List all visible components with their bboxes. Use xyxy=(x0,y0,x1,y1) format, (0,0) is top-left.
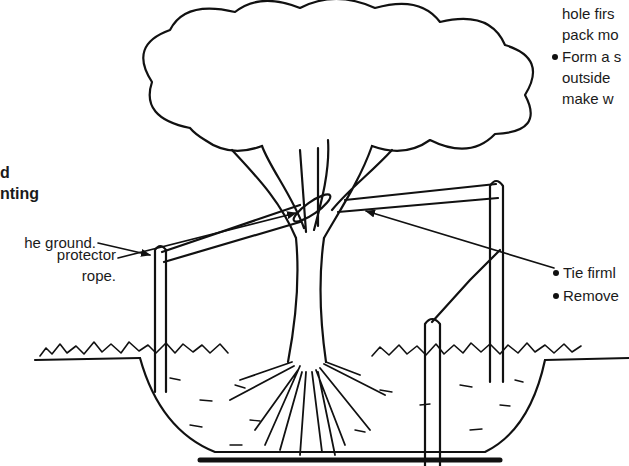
note-text: Tie firml xyxy=(563,262,627,283)
mulch xyxy=(40,342,581,356)
bullet-dot xyxy=(552,54,558,60)
tree-trunk xyxy=(288,238,326,362)
hole-bottom xyxy=(200,458,500,463)
leader-arrow xyxy=(366,211,554,268)
section-heading: d nting xyxy=(0,162,45,204)
note-text: Remove xyxy=(563,285,627,306)
tree-roots xyxy=(230,362,385,455)
note-text: protector rope. xyxy=(46,244,116,286)
tie-rope xyxy=(338,184,498,212)
soil-marks xyxy=(170,378,523,445)
tree-crown xyxy=(143,0,533,151)
bullet-dot xyxy=(553,270,559,276)
trunk-protector xyxy=(291,190,334,225)
tie-rope xyxy=(432,250,500,322)
tie-rope xyxy=(162,205,300,262)
leader-arrow xyxy=(118,213,296,258)
front-stake xyxy=(425,319,440,466)
bullet-dot xyxy=(553,293,559,299)
note-text: hole firs pack mo xyxy=(562,3,624,45)
ground-line xyxy=(35,358,629,360)
note-text: Form a s outside make w xyxy=(562,46,624,109)
left-stake xyxy=(155,246,166,392)
